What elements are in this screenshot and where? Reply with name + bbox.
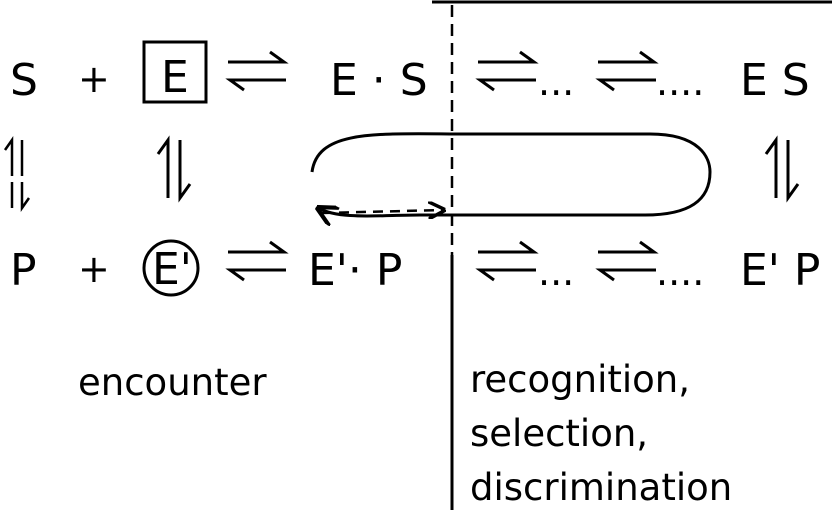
caption-encounter: encounter <box>78 361 267 404</box>
enzyme-e-prime: E' <box>152 244 192 295</box>
product-state-es: E S <box>740 55 810 106</box>
cycle-loop <box>310 132 712 216</box>
substrate-s: S <box>10 55 38 106</box>
enzyme-e: E <box>161 52 189 103</box>
equilibrium-arrow-bottom-3 <box>595 240 659 282</box>
enzyme-box <box>142 40 208 104</box>
product-p: P <box>10 245 37 296</box>
caption-selection: selection, <box>470 412 648 455</box>
complex-es: E · S <box>330 55 428 106</box>
caption-recognition: recognition, <box>470 358 690 401</box>
product-state-ep: E' P <box>740 245 820 296</box>
complex-ep: E'· P <box>308 245 402 296</box>
dots-bottom-2: .... <box>656 250 704 294</box>
vertical-arrow-enzyme <box>156 135 192 203</box>
equilibrium-arrow-bottom-1 <box>225 240 289 282</box>
dashed-arrow <box>321 210 444 213</box>
plus-bottom: + <box>78 247 110 291</box>
dots-top-2: .... <box>656 60 704 104</box>
enzyme-circle <box>142 239 200 297</box>
dots-bottom-1: ... <box>538 250 574 294</box>
equilibrium-arrow-top-1 <box>225 50 289 92</box>
equilibrium-arrow-top-3 <box>595 50 659 92</box>
equilibrium-arrow-bottom-2 <box>475 240 539 282</box>
caption-discrimination: discrimination <box>470 466 732 509</box>
vertical-arrow-right <box>764 135 800 203</box>
equilibrium-arrow-top-2 <box>475 50 539 92</box>
plus-top: + <box>78 57 110 101</box>
vertical-arrows-small <box>3 136 31 212</box>
dots-top-1: ... <box>538 60 574 104</box>
